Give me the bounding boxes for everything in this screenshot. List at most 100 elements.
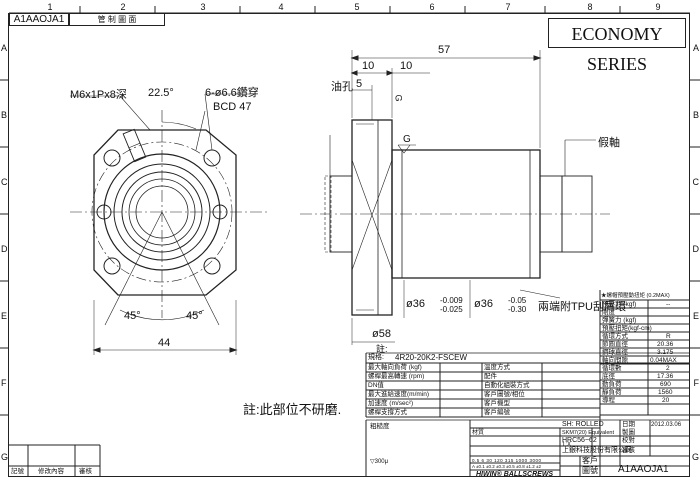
g-tol-2: G [403, 134, 411, 145]
dia1-tol-upper: -0.009 [440, 296, 463, 305]
roughness-title: 粗糙度 [370, 423, 390, 430]
row-letter-d: D [1, 244, 8, 254]
dia1-label: ø36 [406, 298, 425, 310]
spec-left-row-3: DN值 [368, 382, 384, 389]
angle-22-5-label: 22.5° [148, 87, 174, 99]
right-table-title: ★螺帽預壓動扭矩 (0.2MAX) [601, 293, 670, 299]
g-tol-1: G [393, 94, 404, 102]
angle-45-right: 45° [186, 310, 203, 322]
drawing-no-value: A1AAOJA1 [618, 464, 669, 475]
material-value: SKM7(20) Equivalent [562, 430, 614, 436]
right-row-12-k: 靜負荷 [602, 389, 622, 396]
process-value: SH: ROLLED [562, 421, 604, 428]
right-row-1-v: -- [666, 301, 671, 308]
right-row-7-k: 鋼球直徑 [602, 349, 628, 356]
row-letter-c-right: C [692, 177, 700, 187]
column-number-3: 3 [200, 2, 206, 12]
right-row-1-k: 預壓力 (kgf) [602, 301, 637, 308]
spec-mid-row-4: 客戶圖號/相位 [484, 391, 525, 398]
row-letter-e: E [1, 311, 8, 321]
row-letter-d-right: D [692, 244, 700, 254]
row-letter-e-right: E [692, 311, 699, 321]
right-row-6-v: 20.36 [657, 341, 674, 348]
right-row-11-k: 動負荷 [602, 381, 622, 388]
right-row-3-k: 彈簧力 (kgf) [602, 317, 637, 324]
hardness-value: HRC56~62 [562, 437, 597, 444]
right-row-10-k: 底徑 [602, 373, 615, 380]
dia2-tol: -0.05-0.30 [508, 296, 526, 314]
scale-value: 1:X [562, 442, 572, 448]
right-row-12-v: 1560 [658, 389, 673, 396]
dim-10-a: 10 [362, 60, 375, 72]
mat-label: 材質 [472, 430, 485, 436]
shaft-label: 假軸 [598, 137, 620, 149]
width-dim-label: 44 [158, 337, 171, 349]
rev-col-review: 審核 [79, 468, 92, 475]
column-number-9: 9 [655, 2, 661, 12]
rev-col-content: 修改內容 [38, 468, 64, 475]
total-length-label: 57 [438, 44, 451, 56]
right-row-8-k: 軸向間隙 [602, 357, 628, 364]
right-row-8-v: 0.04MAX [650, 357, 677, 364]
right-row-6-k: 節圓直徑 [602, 341, 628, 348]
flange-dia-label: ø58 [372, 328, 391, 340]
row-letter-g-right: G [691, 452, 699, 462]
right-row-9-k: 循環數 [602, 365, 622, 372]
right-row-7-v: 3.175 [657, 349, 674, 356]
customer-label: 客戶 [582, 456, 598, 465]
column-number-7: 7 [505, 2, 511, 12]
spec-mid-row-2: 配件 [484, 373, 497, 380]
company-name: 上銀科技股份有限公司 [562, 447, 632, 454]
drawing-number-top-text: A1AAOJA1 [13, 14, 65, 25]
wiper-label: 兩端附TPU刮屑環 [538, 301, 626, 313]
tol-table-header: 0.5 6 30 120 315 1000 3000 [472, 458, 542, 463]
right-row-5-k: 循環方式 [602, 333, 628, 340]
dia2-tol-lower: -0.30 [508, 305, 527, 314]
review-label: 審核 [622, 447, 635, 454]
row-letter-g: G [1, 452, 9, 462]
row-letter-f-right: F [693, 378, 700, 388]
spec-left-row-5: 加速度 (m/sec²) [368, 400, 414, 407]
roughness-note: ▽300μ [370, 459, 389, 465]
series-title: ECONOMY SERIES [548, 18, 686, 74]
right-row-9-v: 2 [666, 365, 670, 372]
dim-5: 5 [356, 78, 363, 90]
row-letter-a-right: A [692, 43, 699, 53]
right-row-10-v: 17.36 [657, 373, 674, 380]
column-number-4: 4 [278, 2, 284, 12]
oil-hole-label: 油孔 [331, 81, 353, 93]
drawing-no-label: 圖號 [582, 466, 598, 475]
row-letter-a: A [1, 43, 8, 53]
spec-left-row-2: 螺桿最高轉速 (rpm) [368, 373, 425, 380]
thread-callout: M6x1Px8深 [70, 89, 127, 101]
dia2-label: ø36 [474, 298, 493, 310]
drawing-label-top-text: 管 制 圖 面 [97, 15, 137, 24]
right-row-13-k: 導程 [602, 397, 615, 404]
tol-table-row-a: A ±0.1 ±0.2 ±0.3 ±0.5 ±0.8 ±1.2 ±2 [472, 464, 542, 469]
rev-col-mark: 記號 [11, 468, 24, 475]
spec-mid-row-3: 自動化組裝方式 [484, 382, 530, 389]
angle-45-left: 45° [124, 310, 141, 322]
row-letter-c: C [1, 177, 8, 187]
right-row-4-k: 預壓扭矩(kgf-cm) [602, 325, 652, 332]
dim-10-b: 10 [400, 60, 413, 72]
dia1-tol: -0.009-0.025 [440, 296, 463, 314]
drawn-label: 製圖 [622, 429, 635, 436]
holes-callout: 6-ø6.6鑽穿 [205, 87, 259, 99]
date-label: 日期 [622, 421, 635, 428]
dia2-tol-upper: -0.05 [508, 296, 527, 305]
column-number-8: 8 [587, 2, 593, 12]
date-value: 2012.03.06 [651, 422, 682, 428]
row-letter-b-right: B [692, 110, 699, 120]
spec-mid-row-6: 客戶編號 [484, 409, 510, 416]
column-number-2: 2 [120, 2, 126, 12]
model-value: 4R20-20K2-FSCEW [395, 353, 468, 362]
row-letter-b: B [1, 110, 8, 120]
right-row-5-v: R [666, 333, 671, 340]
spec-left-row-1: 最大軸向負荷 (kgf) [368, 364, 422, 371]
column-number-6: 6 [429, 2, 435, 12]
note-small: 註: [376, 344, 388, 354]
right-row-11-v: 690 [660, 381, 671, 388]
right-row-13-v: 20 [662, 397, 670, 404]
